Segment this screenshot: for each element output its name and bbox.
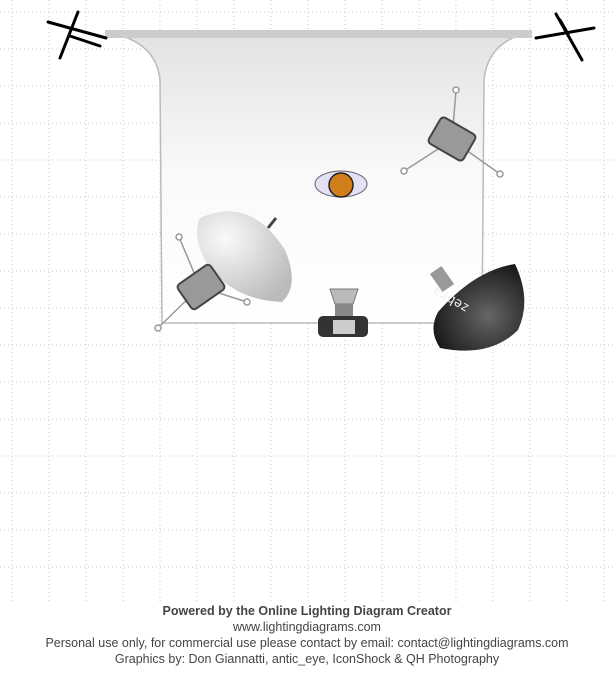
seamless-backdrop <box>104 30 533 324</box>
shoot-through-umbrella <box>196 211 292 302</box>
powered-by-text: Powered by the Online Lighting Diagram C… <box>162 604 452 618</box>
subject <box>314 170 368 198</box>
camera <box>318 288 368 337</box>
backdrop-stand-right <box>534 12 596 62</box>
credits-text: Graphics by: Don Giannatti, antic_eye, I… <box>114 652 500 666</box>
license-text: Personal use only, for commercial use pl… <box>45 636 569 650</box>
diagram-canvas: zebra <box>0 0 614 604</box>
strobe-top-right <box>400 86 504 178</box>
backdrop-stand-left <box>46 10 108 60</box>
strobe-left <box>154 233 251 332</box>
website-text: www.lightingdiagrams.com <box>233 620 381 634</box>
beauty-dish: zebra <box>429 264 525 351</box>
footer: Powered by the Online Lighting Diagram C… <box>0 603 614 667</box>
